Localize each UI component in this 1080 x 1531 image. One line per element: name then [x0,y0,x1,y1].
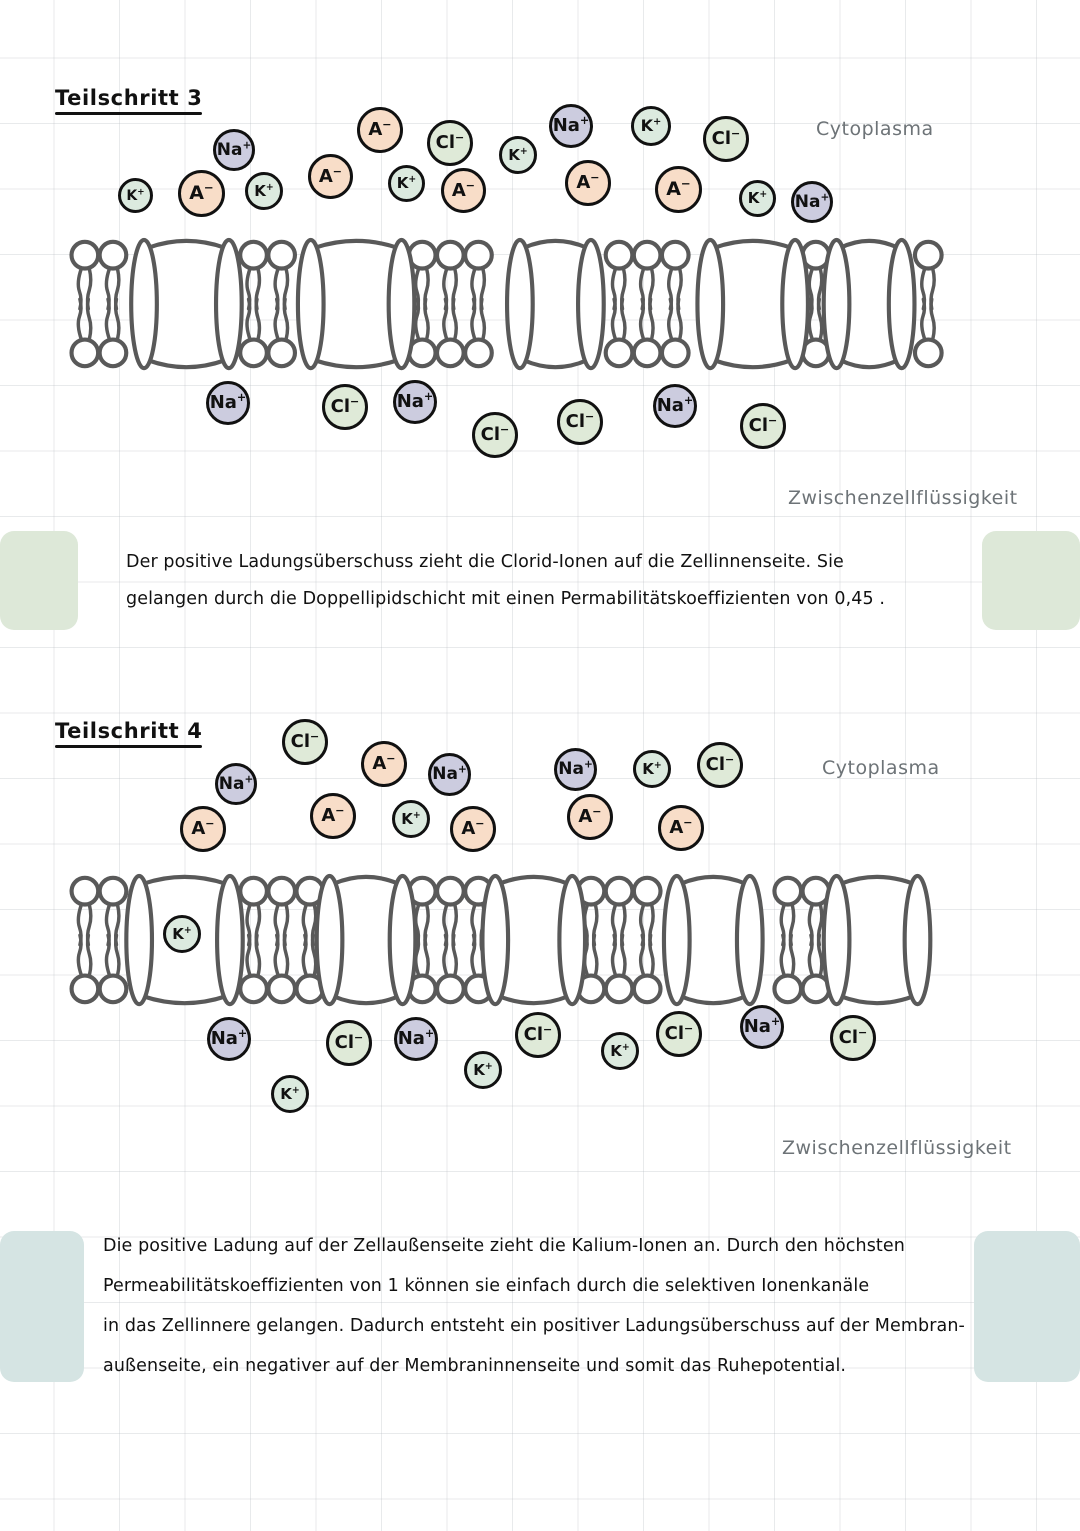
ion-na-cytoplasm: Na+ [213,129,255,171]
ion-cl-extracellular: Cl− [557,399,603,445]
ion-a-cytoplasm: A− [357,107,403,153]
ion-cl-extracellular: Cl− [740,403,786,449]
ion-cl-cytoplasm: Cl− [282,719,328,765]
ion-a-cytoplasm: A− [658,805,704,851]
ion-k-cytoplasm: K+ [739,180,776,217]
ion-k-cytoplasm: K+ [499,136,537,174]
ion-k-extracellular: K+ [271,1075,309,1113]
ion-k-cytoplasm: K+ [388,165,425,202]
ion-a-cytoplasm: A− [655,166,702,213]
ion-a-cytoplasm: A− [441,168,486,213]
ion-k-cytoplasm: K+ [633,750,671,788]
caption-line: Die positive Ladung auf der Zellaußensei… [103,1236,905,1256]
ion-na-extracellular: Na+ [207,1017,251,1061]
ion-na-cytoplasm: Na+ [428,753,471,796]
ion-k-cytoplasm: K+ [118,178,153,213]
caption-line: außenseite, ein negativer auf der Membra… [103,1356,847,1376]
heading-teilschritt-3: Teilschritt 3 [55,86,202,115]
membrane-upper [58,232,964,378]
ion-a-cytoplasm: A− [565,160,611,206]
deco-teal-right-lower [974,1231,1080,1382]
ion-k-cytoplasm: K+ [245,172,283,210]
ion-cl-extracellular: Cl− [322,384,368,430]
ion-cl-extracellular: Cl− [515,1012,561,1058]
ion-cl-cytoplasm: Cl− [697,742,743,788]
caption-line: Der positive Ladungsüberschuss zieht die… [126,552,844,572]
ion-a-cytoplasm: A− [567,794,613,840]
ion-na-cytoplasm: Na+ [215,763,257,805]
ion-a-cytoplasm: A− [180,806,226,852]
heading-teilschritt-4: Teilschritt 4 [55,719,202,748]
ion-na-cytoplasm: Na+ [549,104,593,148]
ion-k-extracellular: K+ [464,1051,502,1089]
ion-na-extracellular: Na+ [740,1005,784,1049]
ion-na-extracellular: Na+ [394,1017,438,1061]
label-zwischenzellfluessigkeit-upper: Zwischenzellflüssigkeit [788,487,1018,509]
ion-na-extracellular: Na+ [393,380,437,424]
label-cytoplasma-upper: Cytoplasma [816,118,934,140]
ion-na-cytoplasm: Na+ [554,748,597,791]
ion-k-cytoplasm: K+ [392,800,430,838]
ion-k-cytoplasm: K+ [631,106,671,146]
ion-a-cytoplasm: A− [310,793,356,839]
ion-cl-extracellular: Cl− [326,1020,372,1066]
ion-k-extracellular: K+ [601,1032,639,1070]
ion-cl-cytoplasm: Cl− [427,120,473,166]
ion-na-extracellular: Na+ [653,384,697,428]
caption-line: Permeabilitätskoeffizienten von 1 können… [103,1276,870,1296]
ion-a-cytoplasm: A− [308,154,353,199]
ion-k-in-channel: K+ [163,915,201,953]
ion-cl-extracellular: Cl− [656,1011,702,1057]
ion-a-cytoplasm: A− [450,806,496,852]
ion-a-cytoplasm: A− [361,741,407,787]
deco-green-right-upper [982,531,1080,630]
ion-na-extracellular: Na+ [206,381,250,425]
caption-line: in das Zellinnere gelangen. Dadurch ents… [103,1316,965,1336]
membrane-lower [58,868,972,1014]
ion-cl-extracellular: Cl− [472,412,518,458]
ion-cl-extracellular: Cl− [830,1015,876,1061]
ion-cl-cytoplasm: Cl− [703,116,749,162]
deco-green-left-upper [0,531,78,630]
label-zwischenzellfluessigkeit-lower: Zwischenzellflüssigkeit [782,1137,1012,1159]
ion-a-cytoplasm: A− [178,170,225,217]
caption-line: gelangen durch die Doppellipidschicht mi… [126,589,886,609]
label-cytoplasma-lower: Cytoplasma [822,757,940,779]
deco-teal-left-lower [0,1231,84,1382]
caption-teilschritt-4: Die positive Ladung auf der Zellaußensei… [103,1236,965,1396]
caption-teilschritt-3: Der positive Ladungsüberschuss zieht die… [126,552,885,626]
ion-na-cytoplasm: Na+ [791,181,833,223]
